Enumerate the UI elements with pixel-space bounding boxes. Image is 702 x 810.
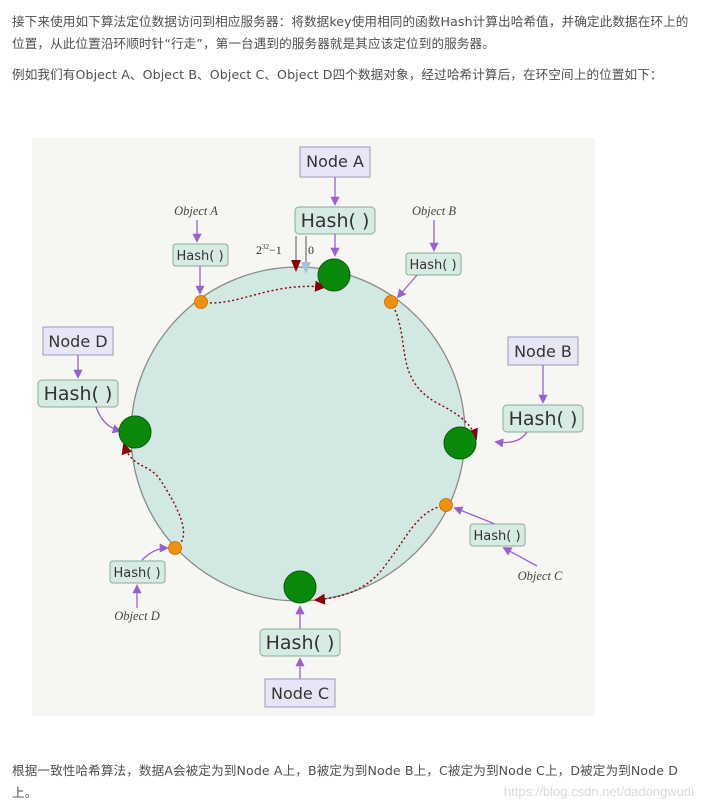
object-a-label: Object A [174,204,218,218]
node-b-hash-label: Hash( ) [509,408,578,430]
node-c-hash-label: Hash( ) [266,632,335,654]
ring-zero-label: 0 [308,243,314,257]
object-b-hash-box [405,252,462,276]
node-a-label: Node A [306,152,364,171]
node-c-server [283,570,317,604]
object-d-point [168,541,182,555]
node-a-server [317,258,351,292]
example-paragraph: 例如我们有Object A、Object B、Object C、Object D… [12,67,663,82]
object-b-label: Object B [412,204,456,218]
node-a-hash-label: Hash( ) [301,210,370,232]
intro-line-2: 位置，从此位置沿环顺时针“行走”，第一台遇到的服务器就是其应该定位到的服务器。 [12,36,495,51]
intro-line-1: 接下来使用如下算法定位数据访问到相应服务器：将数据key使用相同的函数Hash计… [12,14,689,29]
conclusion-line-2: 上。 [12,785,38,800]
conclusion-line-1: 根据一致性哈希算法，数据A会被定为到Node A上，B被定为到Node B上，C… [12,763,679,778]
object-a-group: Object A Hash( ) [172,204,229,309]
walk-path-c [313,504,447,605]
watermark: https://blog.csdn.net/dadongwudi [503,784,694,799]
object-b-group: Object B Hash( ) [384,204,462,309]
object-d-hash-box [109,560,166,584]
ring-start-suffix: −1 [269,243,282,257]
node-c-box [264,678,336,708]
node-b-group: Node B Hash( ) [443,336,584,460]
object-b-hash-label: Hash( ) [409,258,456,273]
object-a-point [194,295,208,309]
node-d-group: Node D Hash( ) [37,326,152,449]
walk-path-d [121,442,185,549]
object-c-hash-label: Hash( ) [473,529,520,544]
node-b-server [443,426,477,460]
node-b-hash-box [502,404,584,433]
conclusion-paragraph: 根据一致性哈希算法，数据A会被定为到Node A上，B被定为到Node B上，C… [12,760,692,804]
node-d-label: Node D [48,332,107,351]
node-b-label: Node B [514,342,572,361]
object-c-point [439,498,453,512]
intro-paragraph: 接下来使用如下算法定位数据访问到相应服务器：将数据key使用相同的函数Hash计… [12,11,692,55]
object-d-group: Hash( ) Object D [109,541,182,623]
object-c-group: Hash( ) Object C [439,498,563,583]
object-b-point [384,295,398,309]
node-c-group: Hash( ) Node C [259,570,341,708]
ring-origin-annotation: 232−1 0 [256,236,314,274]
object-a-hash-label: Hash( ) [176,249,223,264]
node-c-hash-box [259,628,341,657]
node-c-label: Node C [271,684,329,703]
object-c-label: Object C [518,569,563,583]
node-d-hash-label: Hash( ) [44,383,113,405]
object-c-hash-box [469,523,526,547]
svg-text:232−1: 232−1 [256,243,282,257]
object-d-label: Object D [114,609,159,623]
ring-start-label: 2 [256,243,262,257]
node-a-group: Node A Hash( ) [294,146,376,292]
node-d-box [42,326,114,356]
node-b-box [507,336,579,366]
ring-start-exponent: 32 [262,243,270,251]
consistent-hashing-diagram: 232−1 0 Node A Hash( ) Object A Hash( ) … [32,138,595,716]
walk-path-a [200,280,327,304]
node-d-hash-box [37,379,119,408]
node-d-server [118,415,152,449]
object-d-hash-label: Hash( ) [113,566,160,581]
